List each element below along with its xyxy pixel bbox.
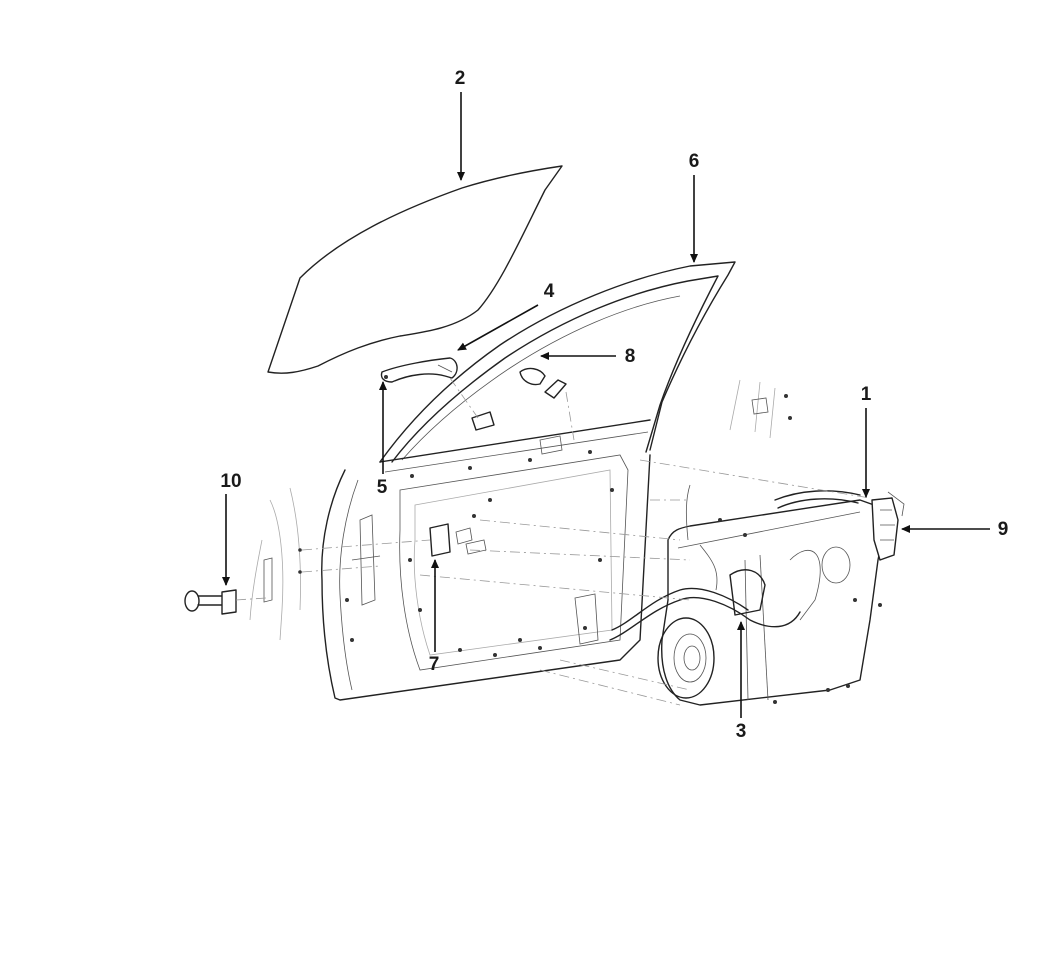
- door-module: [609, 484, 889, 706]
- handle-bracket: [449, 377, 495, 431]
- svg-text:7: 7: [429, 654, 440, 675]
- svg-text:1: 1: [861, 384, 872, 405]
- callout-8: 8: [540, 346, 636, 367]
- callout-9: 9: [901, 519, 1009, 540]
- callout-5: 5: [377, 381, 388, 498]
- callout-3: 3: [736, 621, 747, 742]
- alignment-lines: [235, 459, 871, 706]
- door-frame: [321, 261, 736, 701]
- callout-4: 4: [457, 281, 555, 351]
- svg-text:10: 10: [220, 471, 241, 492]
- door-latch: [871, 491, 905, 561]
- svg-text:3: 3: [736, 721, 747, 742]
- svg-text:2: 2: [455, 68, 466, 89]
- callout-6: 6: [689, 151, 700, 263]
- callout-2: 2: [455, 68, 466, 181]
- callout-10: 10: [220, 471, 242, 586]
- svg-text:6: 6: [689, 151, 700, 172]
- door-striker: [184, 589, 237, 615]
- callout-7: 7: [429, 559, 440, 675]
- outside-handle: [380, 357, 458, 383]
- door-checker: [429, 514, 487, 557]
- svg-text:5: 5: [377, 477, 388, 498]
- callout-1: 1: [861, 384, 872, 498]
- svg-text:4: 4: [544, 281, 555, 302]
- svg-text:8: 8: [625, 346, 636, 367]
- svg-text:9: 9: [998, 519, 1009, 540]
- latch-mount-inset: [729, 379, 792, 439]
- body-pillar: [249, 487, 302, 641]
- key-cylinder: [519, 367, 575, 441]
- door-glass: [267, 165, 563, 374]
